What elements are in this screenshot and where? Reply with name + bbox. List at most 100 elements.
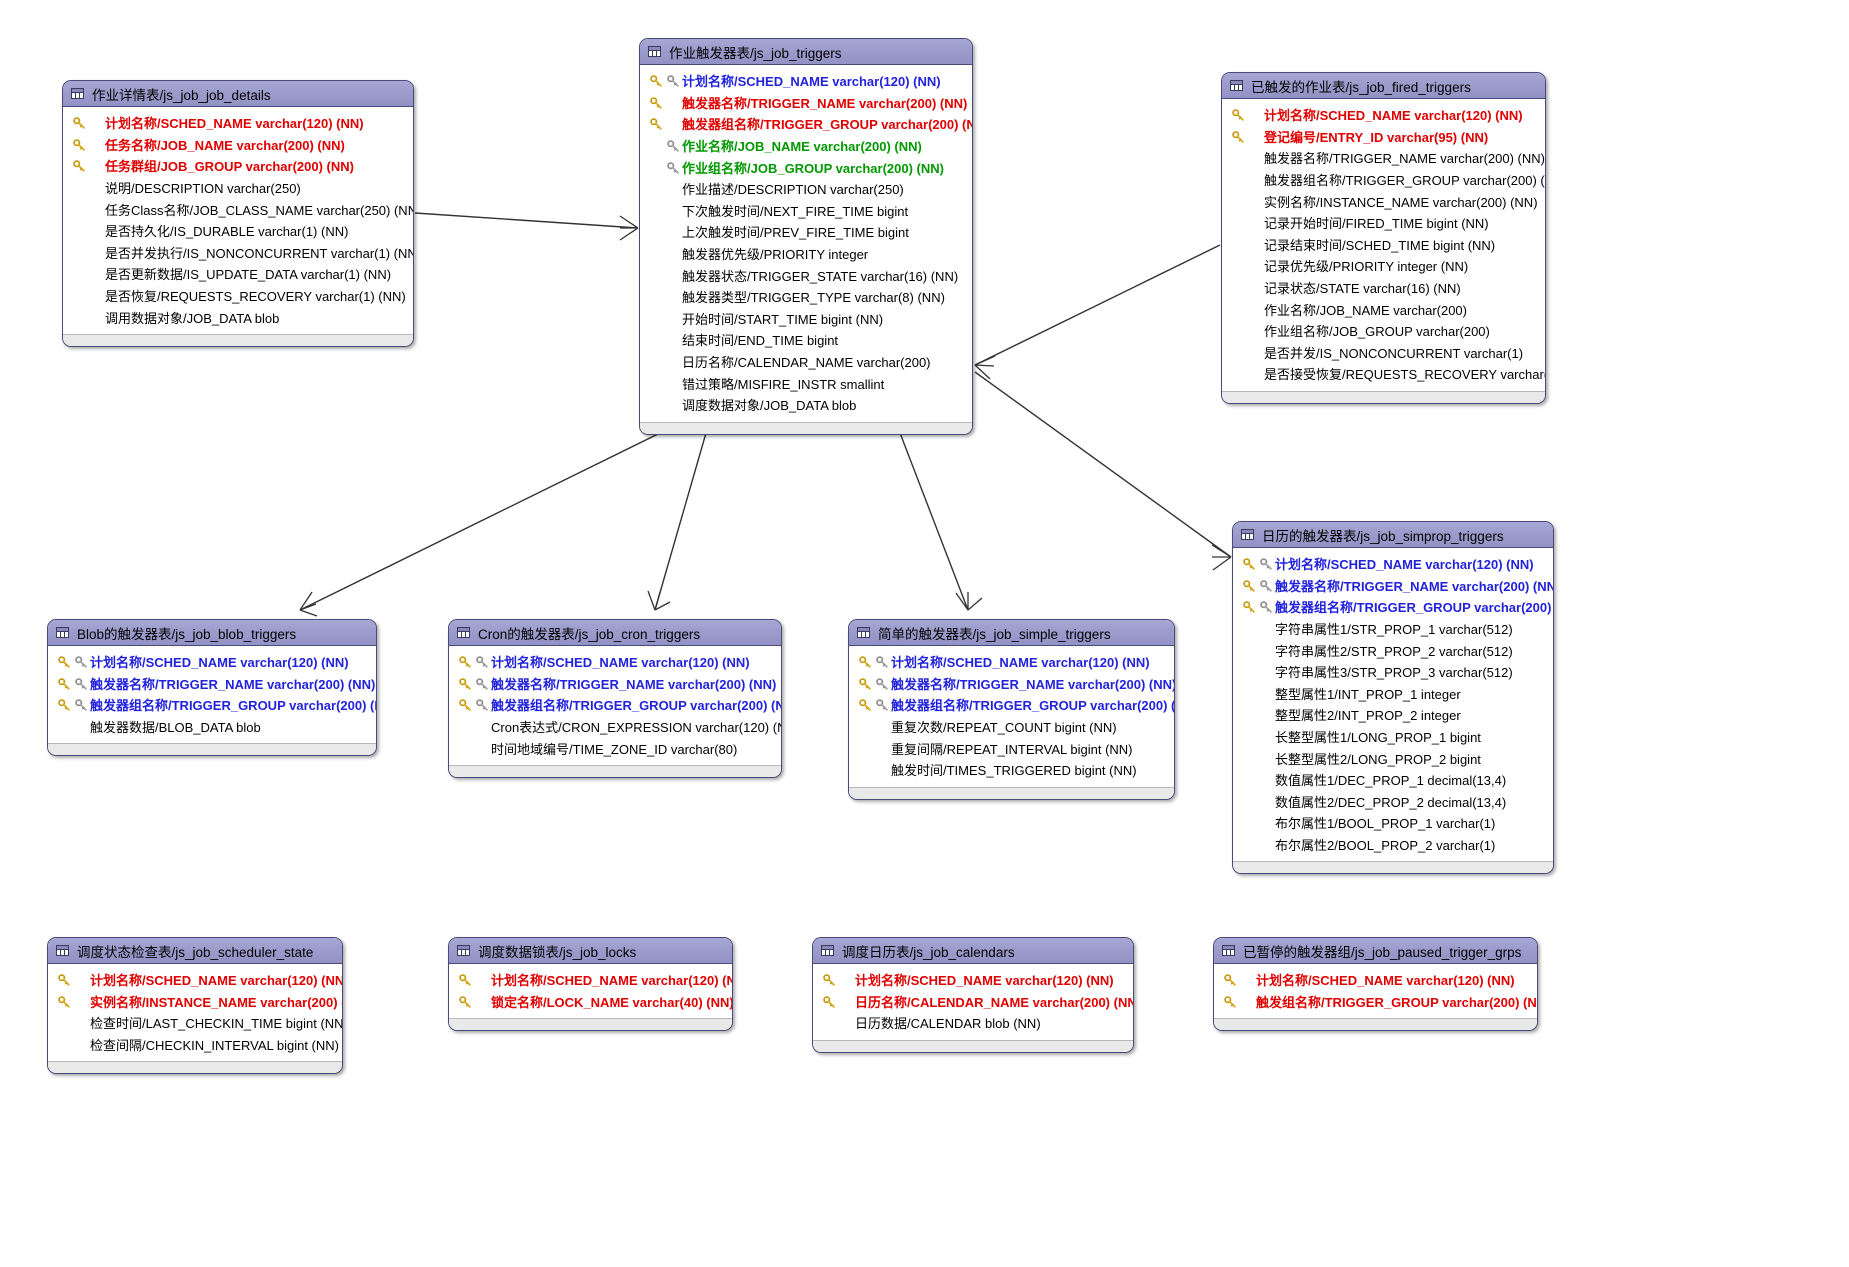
- entity-header[interactable]: 调度状态检查表/js_job_scheduler_state: [48, 938, 342, 964]
- field-row[interactable]: 任务群组/JOB_GROUP varchar(200) (NN): [63, 156, 413, 178]
- entity-header[interactable]: 已暂停的触发器组/js_job_paused_trigger_grps: [1214, 938, 1537, 964]
- entity-header[interactable]: 调度日历表/js_job_calendars: [813, 938, 1133, 964]
- entity-footer-bar[interactable]: [1233, 861, 1553, 874]
- field-row[interactable]: 日历数据/CALENDAR blob (NN): [813, 1013, 1133, 1035]
- field-row[interactable]: 整型属性1/INT_PROP_1 integer: [1233, 684, 1553, 706]
- field-row[interactable]: 是否接受恢复/REQUESTS_RECOVERY varchar(1): [1222, 364, 1545, 386]
- field-row[interactable]: 重复次数/REPEAT_COUNT bigint (NN): [849, 717, 1174, 739]
- field-row[interactable]: 触发器名称/TRIGGER_NAME varchar(200) (NN): [1233, 576, 1553, 598]
- field-row[interactable]: 是否持久化/IS_DURABLE varchar(1) (NN): [63, 221, 413, 243]
- entity-header[interactable]: Blob的触发器表/js_job_blob_triggers: [48, 620, 376, 646]
- field-row[interactable]: 是否并发执行/IS_NONCONCURRENT varchar(1) (NN): [63, 243, 413, 265]
- entity-header[interactable]: 日历的触发器表/js_job_simprop_triggers: [1233, 522, 1553, 548]
- entity-fired_triggers[interactable]: 已触发的作业表/js_job_fired_triggers 计划名称/SCHED…: [1221, 72, 1546, 404]
- entity-footer-bar[interactable]: [63, 333, 413, 346]
- field-row[interactable]: 计划名称/SCHED_NAME varchar(120) (NN): [449, 652, 781, 674]
- entity-calendars[interactable]: 调度日历表/js_job_calendars 计划名称/SCHED_NAME v…: [812, 937, 1134, 1053]
- field-row[interactable]: 计划名称/SCHED_NAME varchar(120) (NN): [63, 113, 413, 135]
- entity-blob_triggers[interactable]: Blob的触发器表/js_job_blob_triggers 计划名称/SCHE…: [47, 619, 377, 757]
- field-row[interactable]: 触发器类型/TRIGGER_TYPE varchar(8) (NN): [640, 287, 972, 309]
- entity-footer-bar[interactable]: [449, 764, 781, 777]
- entity-footer-bar[interactable]: [640, 421, 972, 434]
- entity-header[interactable]: Cron的触发器表/js_job_cron_triggers: [449, 620, 781, 646]
- entity-footer-bar[interactable]: [48, 1061, 342, 1074]
- field-row[interactable]: 计划名称/SCHED_NAME varchar(120) (NN): [48, 970, 342, 992]
- field-row[interactable]: 计划名称/SCHED_NAME varchar(120) (NN): [1222, 105, 1545, 127]
- field-row[interactable]: 日历名称/CALENDAR_NAME varchar(200): [640, 352, 972, 374]
- field-row[interactable]: 触发器名称/TRIGGER_NAME varchar(200) (NN): [1222, 148, 1545, 170]
- field-row[interactable]: 作业组名称/JOB_GROUP varchar(200): [1222, 321, 1545, 343]
- field-row[interactable]: 实例名称/INSTANCE_NAME varchar(200) (NN): [48, 992, 342, 1014]
- field-row[interactable]: 说明/DESCRIPTION varchar(250): [63, 178, 413, 200]
- entity-scheduler_state[interactable]: 调度状态检查表/js_job_scheduler_state 计划名称/SCHE…: [47, 937, 343, 1075]
- field-row[interactable]: 重复间隔/REPEAT_INTERVAL bigint (NN): [849, 738, 1174, 760]
- field-row[interactable]: 是否并发/IS_NONCONCURRENT varchar(1): [1222, 343, 1545, 365]
- field-row[interactable]: 登记编号/ENTRY_ID varchar(95) (NN): [1222, 127, 1545, 149]
- field-row[interactable]: 布尔属性2/BOOL_PROP_2 varchar(1): [1233, 835, 1553, 857]
- field-row[interactable]: 检查间隔/CHECKIN_INTERVAL bigint (NN): [48, 1035, 342, 1057]
- entity-job_details[interactable]: 作业详情表/js_job_job_details 计划名称/SCHED_NAME…: [62, 80, 414, 347]
- field-row[interactable]: 是否更新数据/IS_UPDATE_DATA varchar(1) (NN): [63, 264, 413, 286]
- field-row[interactable]: 作业名称/JOB_NAME varchar(200): [1222, 299, 1545, 321]
- entity-simprop_triggers[interactable]: 日历的触发器表/js_job_simprop_triggers 计划名称/SCH…: [1232, 521, 1554, 875]
- field-row[interactable]: 触发器组名称/TRIGGER_GROUP varchar(200) (NN): [48, 695, 376, 717]
- entity-job_triggers[interactable]: 作业触发器表/js_job_triggers 计划名称/SCHED_NAME v…: [639, 38, 973, 435]
- field-row[interactable]: Cron表达式/CRON_EXPRESSION varchar(120) (NN…: [449, 717, 781, 739]
- field-row[interactable]: 计划名称/SCHED_NAME varchar(120) (NN): [1233, 554, 1553, 576]
- entity-header[interactable]: 作业详情表/js_job_job_details: [63, 81, 413, 107]
- entity-header[interactable]: 作业触发器表/js_job_triggers: [640, 39, 972, 65]
- field-row[interactable]: 作业名称/JOB_NAME varchar(200) (NN): [640, 136, 972, 158]
- field-row[interactable]: 记录结束时间/SCHED_TIME bigint (NN): [1222, 235, 1545, 257]
- entity-footer-bar[interactable]: [1214, 1018, 1537, 1031]
- field-row[interactable]: 日历名称/CALENDAR_NAME varchar(200) (NN): [813, 992, 1133, 1014]
- field-row[interactable]: 开始时间/START_TIME bigint (NN): [640, 309, 972, 331]
- field-row[interactable]: 计划名称/SCHED_NAME varchar(120) (NN): [640, 71, 972, 93]
- field-row[interactable]: 检查时间/LAST_CHECKIN_TIME bigint (NN): [48, 1013, 342, 1035]
- field-row[interactable]: 数值属性2/DEC_PROP_2 decimal(13,4): [1233, 792, 1553, 814]
- field-row[interactable]: 触发器组名称/TRIGGER_GROUP varchar(200) (NN): [449, 695, 781, 717]
- field-row[interactable]: 触发器名称/TRIGGER_NAME varchar(200) (NN): [640, 93, 972, 115]
- field-row[interactable]: 触发器名称/TRIGGER_NAME varchar(200) (NN): [449, 674, 781, 696]
- field-row[interactable]: 锁定名称/LOCK_NAME varchar(40) (NN): [449, 992, 732, 1014]
- field-row[interactable]: 布尔属性1/BOOL_PROP_1 varchar(1): [1233, 813, 1553, 835]
- entity-footer-bar[interactable]: [849, 786, 1174, 799]
- field-row[interactable]: 错过策略/MISFIRE_INSTR smallint: [640, 373, 972, 395]
- field-row[interactable]: 长整型属性2/LONG_PROP_2 bigint: [1233, 748, 1553, 770]
- entity-header[interactable]: 简单的触发器表/js_job_simple_triggers: [849, 620, 1174, 646]
- field-row[interactable]: 触发器状态/TRIGGER_STATE varchar(16) (NN): [640, 265, 972, 287]
- field-row[interactable]: 计划名称/SCHED_NAME varchar(120) (NN): [449, 970, 732, 992]
- field-row[interactable]: 时间地域编号/TIME_ZONE_ID varchar(80): [449, 738, 781, 760]
- field-row[interactable]: 字符串属性3/STR_PROP_3 varchar(512): [1233, 662, 1553, 684]
- field-row[interactable]: 实例名称/INSTANCE_NAME varchar(200) (NN): [1222, 191, 1545, 213]
- entity-header[interactable]: 已触发的作业表/js_job_fired_triggers: [1222, 73, 1545, 99]
- field-row[interactable]: 整型属性2/INT_PROP_2 integer: [1233, 705, 1553, 727]
- field-row[interactable]: 触发器组名称/TRIGGER_GROUP varchar(200) (NN): [1233, 597, 1553, 619]
- entity-paused_trigger_grps[interactable]: 已暂停的触发器组/js_job_paused_trigger_grps 计划名称…: [1213, 937, 1538, 1032]
- field-row[interactable]: 触发器优先级/PRIORITY integer: [640, 244, 972, 266]
- field-row[interactable]: 记录开始时间/FIRED_TIME bigint (NN): [1222, 213, 1545, 235]
- field-row[interactable]: 触发器组名称/TRIGGER_GROUP varchar(200) (NN): [640, 114, 972, 136]
- field-row[interactable]: 记录优先级/PRIORITY integer (NN): [1222, 256, 1545, 278]
- field-row[interactable]: 下次触发时间/NEXT_FIRE_TIME bigint: [640, 201, 972, 223]
- field-row[interactable]: 上次触发时间/PREV_FIRE_TIME bigint: [640, 222, 972, 244]
- field-row[interactable]: 作业组名称/JOB_GROUP varchar(200) (NN): [640, 157, 972, 179]
- field-row[interactable]: 触发器组名称/TRIGGER_GROUP varchar(200) (NN): [1222, 170, 1545, 192]
- field-row[interactable]: 计划名称/SCHED_NAME varchar(120) (NN): [48, 652, 376, 674]
- field-row[interactable]: 计划名称/SCHED_NAME varchar(120) (NN): [849, 652, 1174, 674]
- entity-footer-bar[interactable]: [48, 743, 376, 756]
- field-row[interactable]: 计划名称/SCHED_NAME varchar(120) (NN): [1214, 970, 1537, 992]
- field-row[interactable]: 触发器组名称/TRIGGER_GROUP varchar(200) (NN): [849, 695, 1174, 717]
- entity-footer-bar[interactable]: [1222, 390, 1545, 403]
- field-row[interactable]: 结束时间/END_TIME bigint: [640, 330, 972, 352]
- field-row[interactable]: 字符串属性1/STR_PROP_1 varchar(512): [1233, 619, 1553, 641]
- field-row[interactable]: 调用数据对象/JOB_DATA blob: [63, 307, 413, 329]
- field-row[interactable]: 字符串属性2/STR_PROP_2 varchar(512): [1233, 640, 1553, 662]
- field-row[interactable]: 触发器名称/TRIGGER_NAME varchar(200) (NN): [48, 674, 376, 696]
- field-row[interactable]: 数值属性1/DEC_PROP_1 decimal(13,4): [1233, 770, 1553, 792]
- field-row[interactable]: 触发器数据/BLOB_DATA blob: [48, 717, 376, 739]
- field-row[interactable]: 计划名称/SCHED_NAME varchar(120) (NN): [813, 970, 1133, 992]
- field-row[interactable]: 任务Class名称/JOB_CLASS_NAME varchar(250) (N…: [63, 199, 413, 221]
- entity-simple_triggers[interactable]: 简单的触发器表/js_job_simple_triggers 计划名称/SCHE…: [848, 619, 1175, 800]
- field-row[interactable]: 触发器名称/TRIGGER_NAME varchar(200) (NN): [849, 674, 1174, 696]
